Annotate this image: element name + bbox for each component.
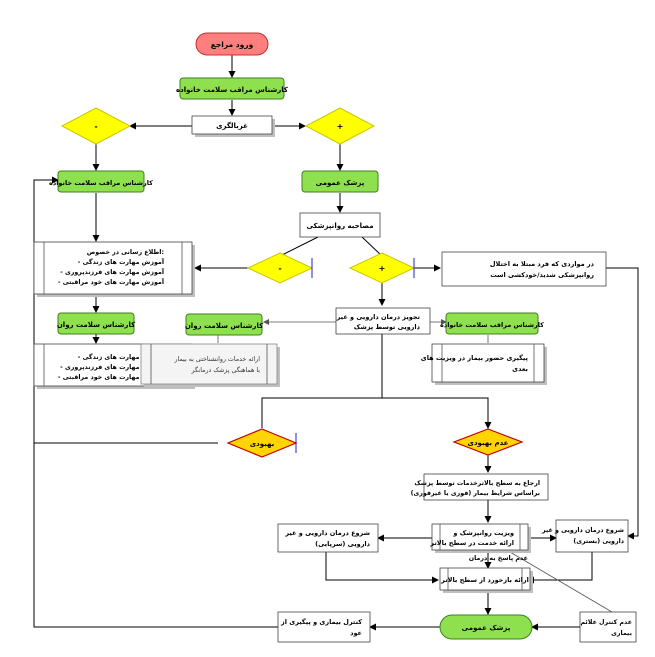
svg-text:- آموزش مهارت های خود مراقبتی: - آموزش مهارت های خود مراقبتی (58, 277, 165, 286)
svg-text:تجویز درمان دارویی و غیر: تجویز درمان دارویی و غیر (336, 313, 420, 321)
svg-text:+: + (379, 264, 386, 273)
svg-text:(فوری یا غیرفوری) براساس شرایط: (فوری یا غیرفوری) براساس شرایط بیمار (411, 490, 540, 497)
svg-text:دارویی (بستری): دارویی (بستری) (573, 538, 624, 545)
label-no-response: عدم پاسخ به درمان (469, 555, 528, 562)
svg-text:مصاحبه روانپزشکی: مصاحبه روانپزشکی (306, 222, 373, 230)
node-psych-interview: مصاحبه روانپزشکی (299, 212, 381, 238)
svg-text:- آموزش مهارت های خود مراقبتی: - آموزش مهارت های خود مراقبتی (58, 372, 165, 381)
node-feedback: ارائه بازخورد از سطح بالاتر (439, 567, 533, 593)
svg-text:ارائه بازخورد از سطح بالاتر: ارائه بازخورد از سطح بالاتر (440, 576, 529, 584)
svg-text:ارائه خدمت در سطح بالاتر: ارائه خدمت در سطح بالاتر (429, 539, 514, 547)
svg-text:کارشناس سلامت روان: کارشناس سلامت روان (185, 322, 264, 330)
node-mental-health-expert-left: کارشناس سلامت روان (57, 312, 136, 335)
svg-text:-: - (94, 122, 97, 131)
svg-text:بیماری: بیماری (611, 630, 632, 637)
decision-neg-mid: - (246, 252, 314, 284)
node-control: کنترل بیماری و پیگیری از عود (277, 611, 371, 643)
svg-text:پزشک عمومی: پزشک عمومی (462, 624, 511, 632)
node-education-box: اطلاع رسانی در خصوص: - آموزش مهارت های ز… (33, 241, 195, 297)
svg-text:ارائه خدمات روانشناختی به بیما: ارائه خدمات روانشناختی به بیمار (173, 356, 260, 363)
svg-text:کارشناس مراقب سلامت خانواده: کارشناس مراقب سلامت خانواده (176, 86, 289, 94)
svg-text:- آموزش مهارت های زندگی: - آموزش مهارت های زندگی (78, 257, 165, 266)
decision-pos-top: + (304, 107, 376, 145)
svg-text:+: + (337, 122, 344, 131)
svg-text:ورود مراجع: ورود مراجع (211, 40, 254, 49)
svg-text:-: - (278, 264, 281, 273)
svg-text:ارجاع به سطح بالاترخدمات توسط: ارجاع به سطح بالاترخدمات توسط پزشک (414, 480, 540, 487)
svg-text:غربالگری: غربالگری (216, 121, 248, 130)
node-general-doctor-top: پزشک عمومی (301, 170, 379, 193)
svg-text:در مواردی که فرد مبتلا به اختل: در مواردی که فرد مبتلا به اختلال (490, 260, 595, 268)
svg-text:دارویی توسط پزشک: دارویی توسط پزشک (354, 323, 421, 331)
node-no-control: عدم کنترل علائم بیماری (579, 611, 637, 643)
svg-text:دارویی (سرپایی): دارویی (سرپایی) (315, 540, 371, 548)
svg-text:ویزیت روانپزشک و: ویزیت روانپزشک و (452, 529, 514, 537)
svg-text:عود: عود (350, 629, 362, 637)
svg-text:پزشک عمومی: پزشک عمومی (316, 179, 365, 187)
decision-improve: بهبودی (226, 428, 298, 458)
node-family-health-expert-right: کارشناس مراقب سلامت خانواده (440, 312, 544, 335)
svg-text:بعدی: بعدی (512, 365, 528, 373)
svg-text:شروع درمان دارویی و غیر: شروع درمان دارویی و غیر (541, 527, 624, 534)
svg-text:عدم کنترل علائم: عدم کنترل علائم (580, 619, 632, 626)
node-psychosocial: ارائه خدمات روانشناختی به بیمار با هماهن… (140, 343, 280, 387)
node-screening: غربالگری (191, 115, 275, 137)
svg-text:شروع درمان دارویی و غیر: شروع درمان دارویی و غیر (284, 529, 370, 537)
svg-text:بهبودی: بهبودی (250, 440, 275, 448)
svg-text:با هماهنگی پزشک درمانگر: با هماهنگی پزشک درمانگر (191, 366, 261, 374)
node-family-health-expert-left: کارشناس مراقب سلامت خانواده (49, 170, 153, 193)
svg-text:پیگیری حضور بیمار در ویزیت های: پیگیری حضور بیمار در ویزیت های (421, 354, 528, 362)
svg-text:روانپزشکی شدید/خودکشی است: روانپزشکی شدید/خودکشی است (490, 271, 594, 279)
svg-text:- آموزش مهارت های فرزندپروری: - آموزش مهارت های فرزندپروری (60, 267, 165, 276)
svg-text:کنترل بیماری و پیگیری از: کنترل بیماری و پیگیری از (280, 618, 362, 626)
svg-text:عدم بهبودی: عدم بهبودی (468, 439, 509, 447)
svg-text:کارشناس مراقب سلامت خانواده: کارشناس مراقب سلامت خانواده (440, 321, 544, 329)
svg-text:کارشناس مراقب سلامت خانواده: کارشناس مراقب سلامت خانواده (49, 179, 153, 187)
decision-neg-top: - (60, 107, 132, 145)
connectors (33, 55, 639, 631)
node-start: ورود مراجع (195, 32, 269, 56)
node-referral: ارجاع به سطح بالاترخدمات توسط پزشک (فوری… (411, 473, 549, 501)
svg-text:کارشناس سلامت روان: کارشناس سلامت روان (57, 321, 136, 329)
node-visit: ویزیت روانپزشک و ارائه خدمت در سطح بالات… (429, 523, 531, 553)
svg-text:اطلاع رسانی در خصوص:: اطلاع رسانی در خصوص: (87, 249, 164, 256)
node-prescribe: تجویز درمان دارویی و غیر دارویی توسط پزش… (335, 307, 431, 335)
node-family-health-expert-top: کارشناس مراقب سلامت خانواده (176, 77, 289, 100)
decision-no-improve: عدم بهبودی (452, 428, 524, 456)
decision-pos-mid: + (348, 252, 416, 284)
node-severe-cases: در مواردی که فرد مبتلا به اختلال روانپزش… (441, 251, 607, 287)
node-outpatient: شروع درمان دارویی و غیر دارویی (سرپایی) (277, 523, 379, 553)
node-mental-health-expert-mid: کارشناس سلامت روان (185, 313, 264, 336)
node-general-doctor-bottom: پزشک عمومی (439, 614, 533, 640)
svg-text:- آموزش مهارت های فرزندپروری: - آموزش مهارت های فرزندپروری (60, 362, 165, 371)
node-followup: پیگیری حضور بیمار در ویزیت های بعدی (421, 343, 547, 385)
node-inpatient: شروع درمان دارویی و غیر دارویی (بستری) (541, 519, 629, 553)
svg-text:- آموزش مهارت های زندگی: - آموزش مهارت های زندگی (78, 352, 165, 361)
